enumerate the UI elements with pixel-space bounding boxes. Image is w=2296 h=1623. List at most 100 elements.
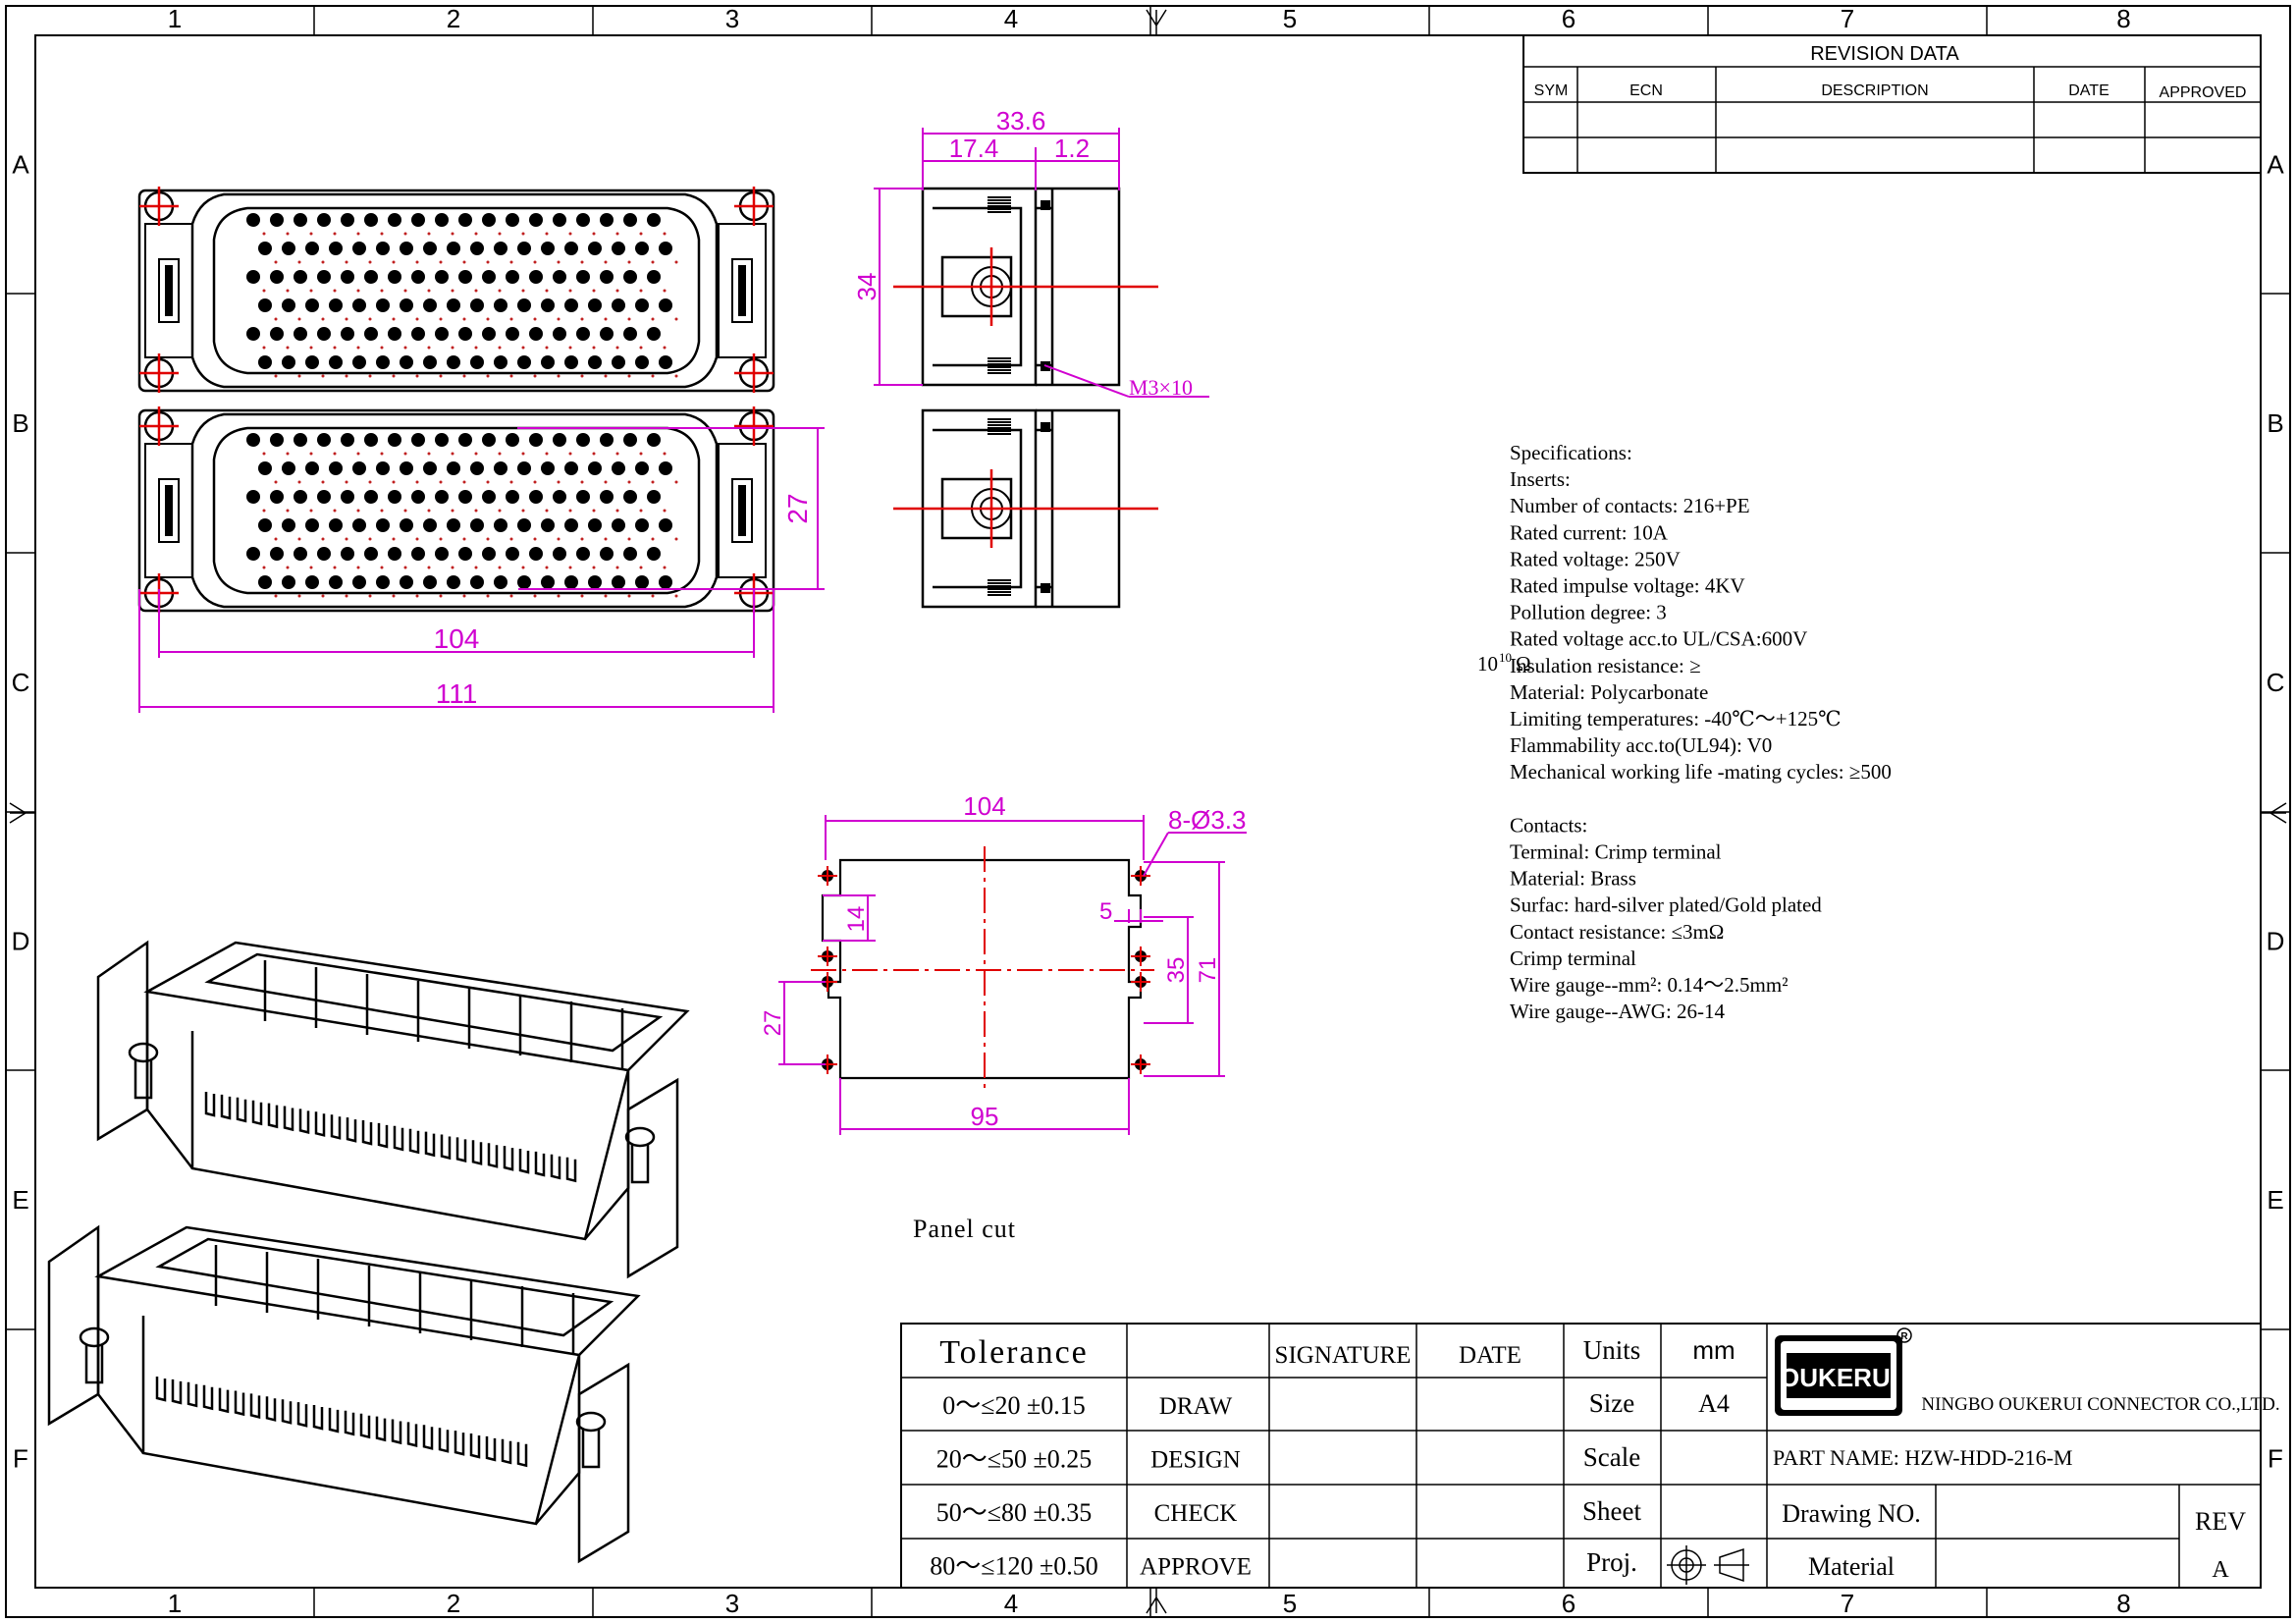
contact-pin xyxy=(282,242,295,255)
contact-pin xyxy=(458,433,472,447)
contact-pin xyxy=(447,461,460,475)
contact-pin xyxy=(517,355,531,369)
contact-pin xyxy=(553,270,566,284)
zone-col-top: 2 xyxy=(447,4,460,33)
contact-pin xyxy=(529,270,543,284)
contact-pin xyxy=(612,298,625,312)
contact-pin xyxy=(258,518,272,532)
contact-pin xyxy=(564,461,578,475)
contact-pin xyxy=(576,490,590,504)
contact-pin xyxy=(553,213,566,227)
zone-row-right: C xyxy=(2267,668,2285,697)
spec-line: Material: Polycarbonate xyxy=(1510,680,1708,704)
spec-line: Contact resistance: ≤3mΩ xyxy=(1510,920,1724,944)
zone-col-bottom: 5 xyxy=(1283,1589,1297,1618)
zone-row-right: B xyxy=(2267,408,2283,438)
contact-pin xyxy=(588,355,602,369)
contact-pin xyxy=(541,518,555,532)
tolerance-range: 50～≤80 ±0.35 xyxy=(936,1498,1093,1527)
contact-pin xyxy=(305,518,319,532)
size-value: A4 xyxy=(1698,1389,1730,1418)
logo-text: OUKERUI xyxy=(1780,1363,1897,1392)
dim-side-a: 17.4 xyxy=(949,134,999,163)
contact-pin xyxy=(541,242,555,255)
zone-col-bottom: 1 xyxy=(168,1589,182,1618)
contact-pin xyxy=(541,461,555,475)
contact-pin xyxy=(564,575,578,589)
contact-pin xyxy=(364,270,378,284)
contact-pin xyxy=(600,433,614,447)
spec-line: Crimp terminal xyxy=(1510,947,1636,970)
spec-line: Flammability acc.to(UL94): V0 xyxy=(1510,733,1772,757)
zone-col-bottom: 3 xyxy=(725,1589,739,1618)
contact-pin xyxy=(270,433,284,447)
contact-pin xyxy=(529,433,543,447)
contact-pin xyxy=(541,355,555,369)
contact-pin xyxy=(612,242,625,255)
contact-pin xyxy=(352,298,366,312)
zone-col-bottom: 2 xyxy=(447,1589,460,1618)
contact-pin xyxy=(294,433,307,447)
contact-pin xyxy=(246,433,260,447)
front-dimensions: 27 104 111 xyxy=(138,427,825,713)
outer-border xyxy=(5,5,2291,1618)
contact-pin xyxy=(588,575,602,589)
spec-line: Rated current: 10A xyxy=(1510,520,1669,544)
units-value: mm xyxy=(1692,1335,1735,1365)
spec-line: Rated impulse voltage: 4KV xyxy=(1510,574,1745,598)
contact-pin xyxy=(411,490,425,504)
contact-pin xyxy=(447,298,460,312)
contact-pin xyxy=(612,518,625,532)
contact-pin xyxy=(659,355,672,369)
contact-pin xyxy=(317,490,331,504)
contact-pin xyxy=(282,298,295,312)
contact-pin xyxy=(435,490,449,504)
contact-pin xyxy=(588,518,602,532)
contact-pin xyxy=(458,490,472,504)
zone-col-top: 6 xyxy=(1562,4,1575,33)
contact-pin xyxy=(647,327,661,341)
contact-pin xyxy=(352,242,366,255)
contact-pin xyxy=(352,461,366,475)
contact-pin xyxy=(411,547,425,561)
contact-pin xyxy=(270,490,284,504)
contact-pin xyxy=(435,327,449,341)
contact-pin xyxy=(376,242,390,255)
zone-col-top: 5 xyxy=(1283,4,1297,33)
contact-pin xyxy=(494,242,507,255)
contact-pin xyxy=(647,213,661,227)
contact-pin xyxy=(400,575,413,589)
dim-side-total: 33.6 xyxy=(996,106,1046,135)
tolerance-role: CHECK xyxy=(1154,1500,1238,1527)
contact-pin xyxy=(517,518,531,532)
rev-label: REV xyxy=(2195,1507,2246,1536)
contact-pin xyxy=(458,213,472,227)
contact-pin xyxy=(376,355,390,369)
contact-pin xyxy=(482,547,496,561)
contact-pin xyxy=(529,213,543,227)
rev-header-approved: APPROVED xyxy=(2160,84,2247,101)
contact-pin xyxy=(553,547,566,561)
contact-pin xyxy=(635,518,649,532)
tolerance-label: Tolerance xyxy=(939,1334,1089,1371)
contact-pin xyxy=(588,461,602,475)
contact-pin xyxy=(623,327,637,341)
contact-pin xyxy=(517,575,531,589)
contact-pin xyxy=(588,242,602,255)
zone-col-top: 1 xyxy=(168,4,182,33)
contact-pin xyxy=(317,213,331,227)
company-logo: OUKERUI R xyxy=(1775,1327,1912,1416)
contact-pin xyxy=(435,270,449,284)
contact-pin xyxy=(270,327,284,341)
date-label: DATE xyxy=(1459,1342,1522,1369)
rev-value: A xyxy=(2212,1557,2229,1583)
contact-pin xyxy=(364,213,378,227)
contact-pin xyxy=(317,270,331,284)
contact-pin xyxy=(623,547,637,561)
screw-icon xyxy=(128,1042,159,1063)
contact-pin xyxy=(576,433,590,447)
contact-pin xyxy=(329,242,343,255)
contact-pin xyxy=(329,298,343,312)
